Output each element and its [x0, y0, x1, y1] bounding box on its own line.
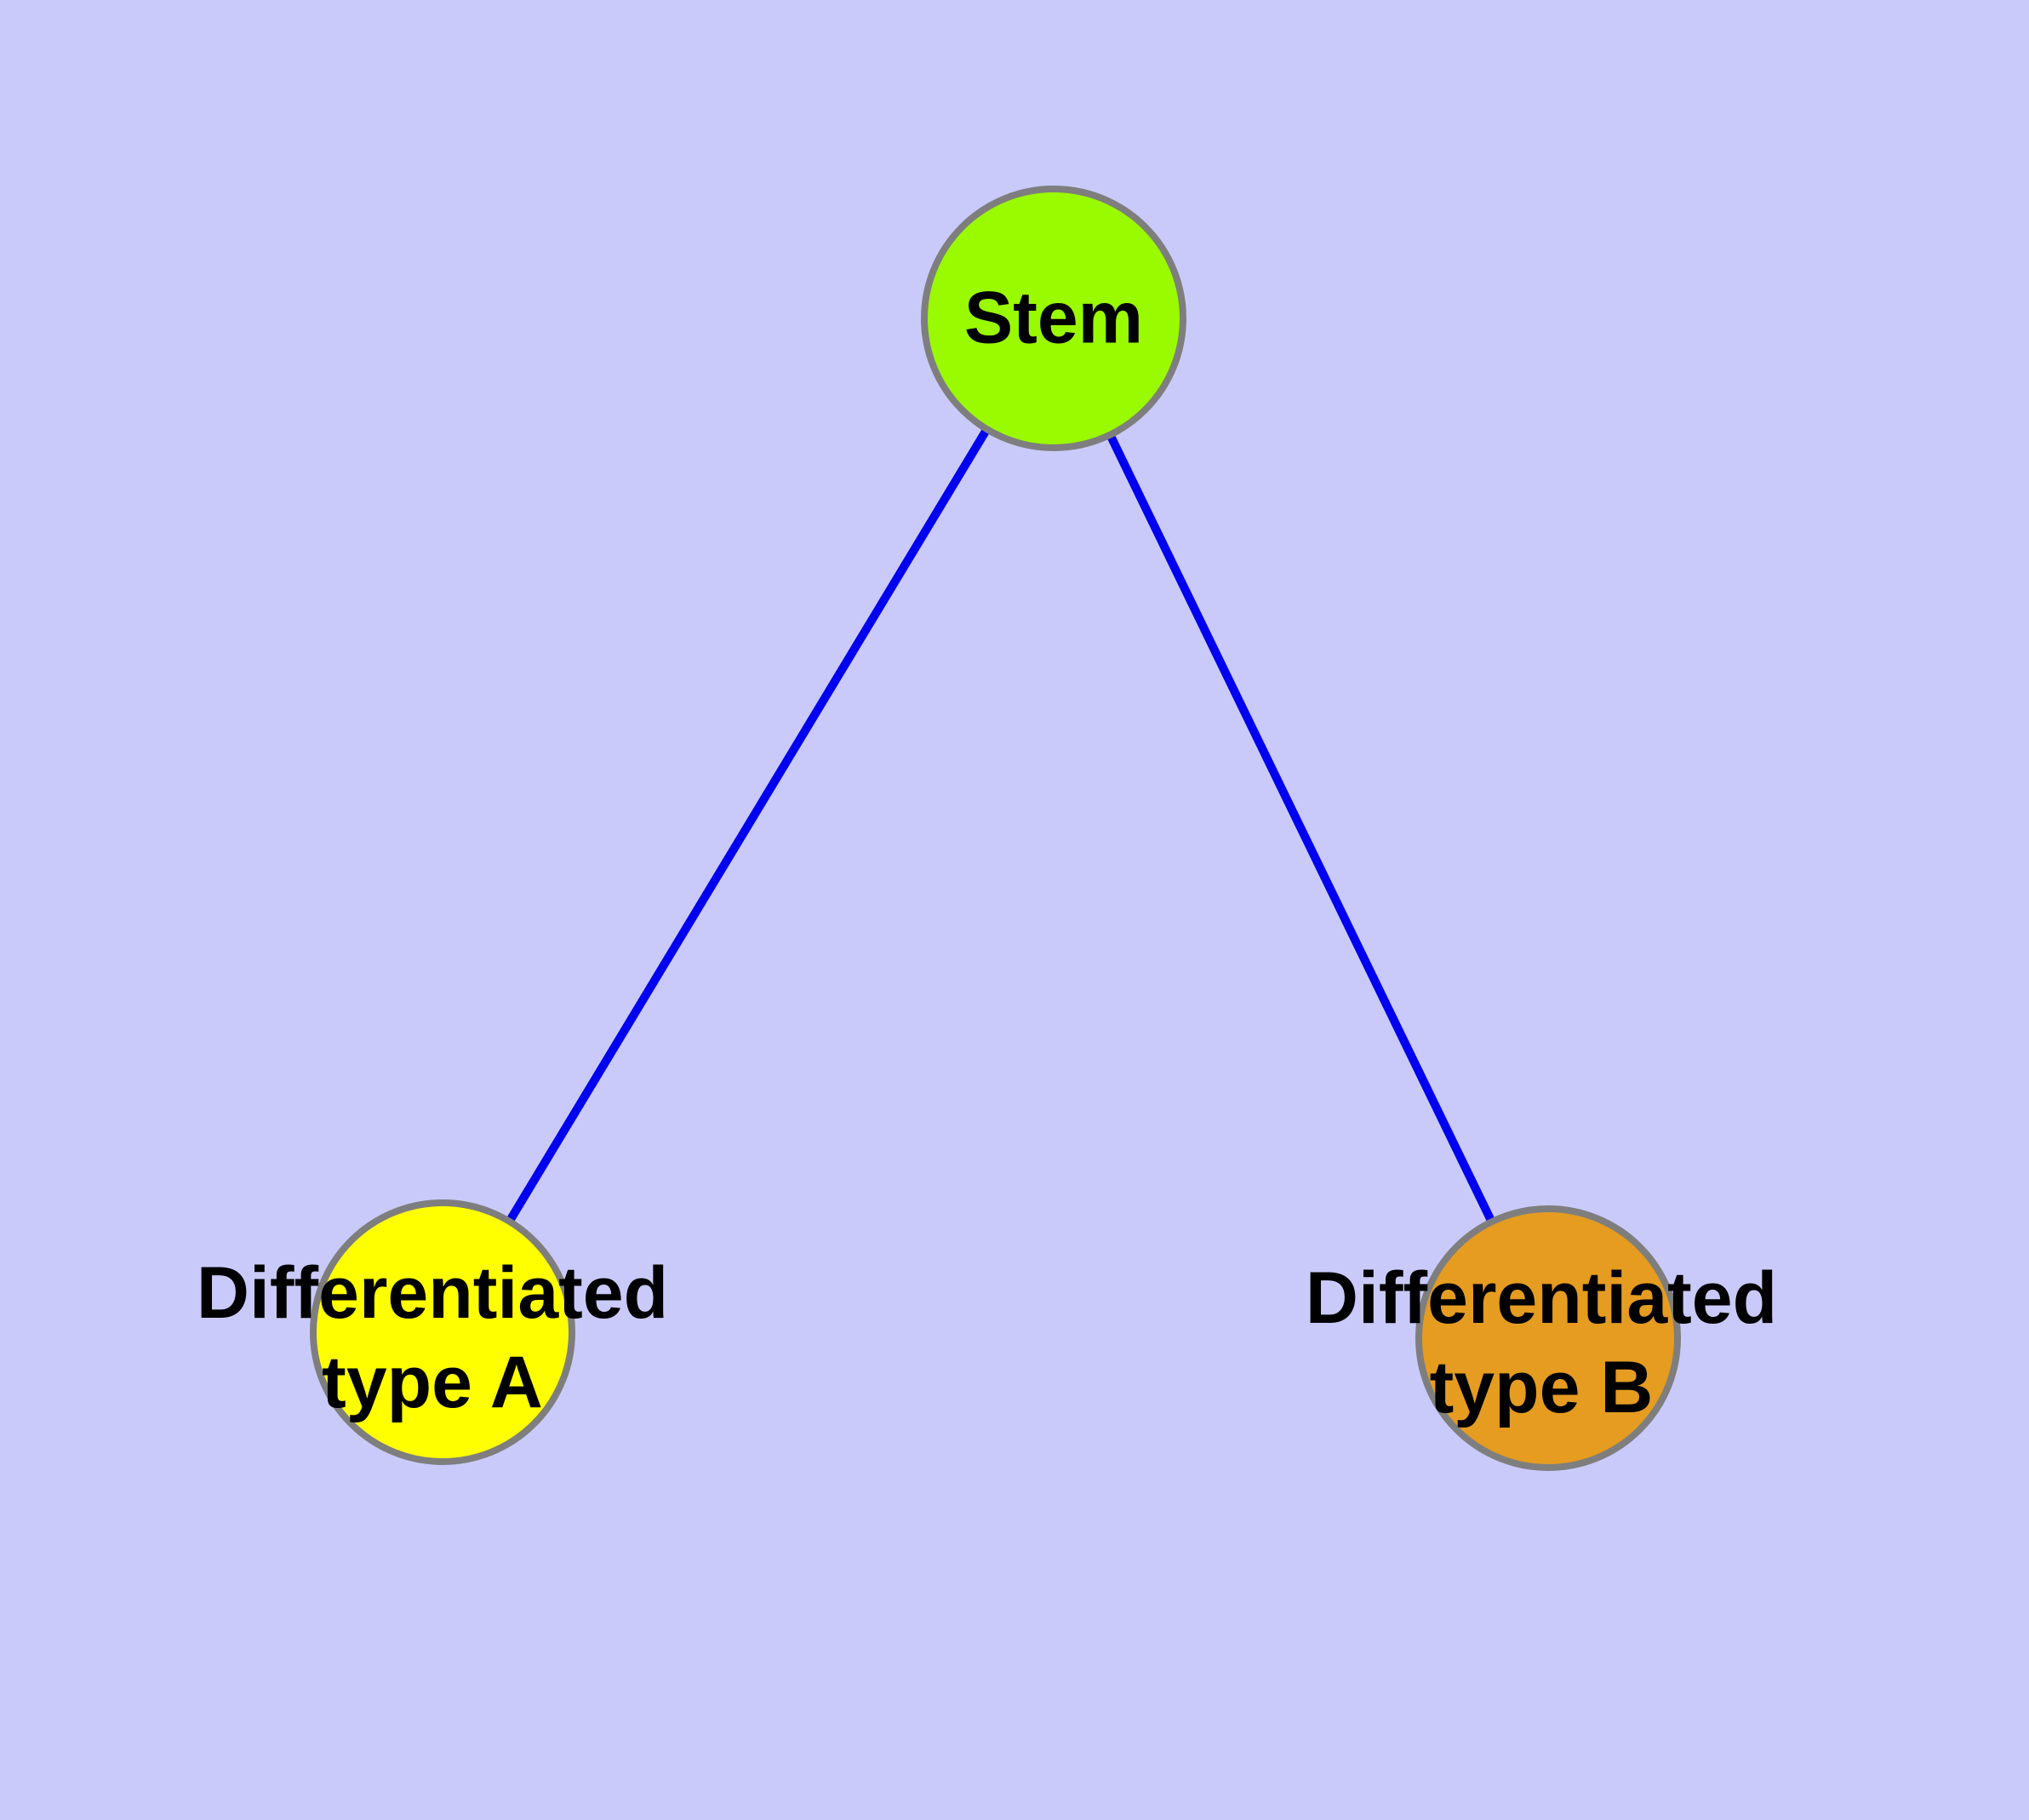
type-b-node-label: Differentiated type B	[1305, 1257, 1778, 1428]
type-b-node-circle	[1415, 1205, 1681, 1471]
stem-node-circle	[921, 186, 1186, 451]
type-a-node-label: Differentiated type A	[196, 1252, 669, 1423]
type-a-node-circle	[310, 1199, 575, 1465]
edge-stem-to-type-a	[438, 316, 1058, 1335]
stem-node-label: Stem	[963, 277, 1144, 359]
edge-stem-to-type-b	[1049, 316, 1552, 1341]
